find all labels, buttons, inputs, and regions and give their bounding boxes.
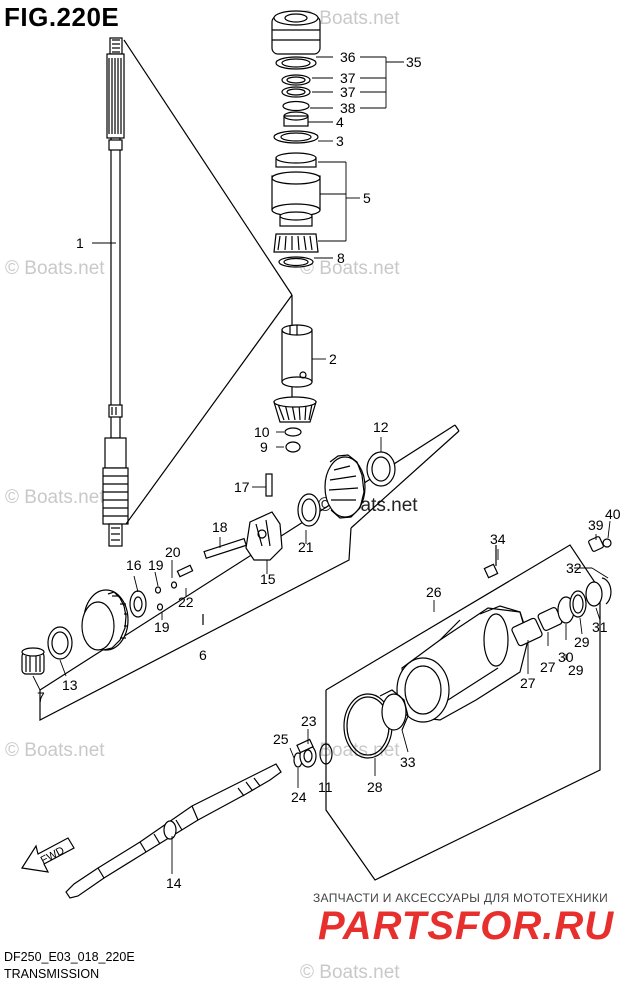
callout-4: 4 — [336, 114, 344, 130]
callout-40: 40 — [605, 506, 621, 522]
callout-24: 24 — [291, 789, 307, 805]
callout-5: 5 — [363, 190, 371, 206]
pinion-gear-part — [273, 396, 317, 423]
callout-14: 14 — [166, 875, 182, 891]
callout-25: 25 — [273, 731, 289, 747]
propeller-shaft-housing-part — [396, 545, 529, 723]
watermark: © Boats.net — [300, 8, 400, 29]
callout-34: 34 — [490, 531, 506, 547]
callout-19: 19 — [148, 557, 164, 573]
callout-37b: 37 — [340, 84, 356, 100]
callout-22: 22 — [178, 594, 194, 610]
callout-31: 31 — [592, 619, 608, 635]
callout-21: 21 — [298, 539, 314, 555]
forward-gear-part — [297, 451, 396, 527]
forward-direction-arrow-icon — [21, 837, 75, 873]
callout-37: 37 — [340, 70, 356, 86]
callout-3: 3 — [336, 133, 344, 149]
watermark: © Boats.net — [5, 258, 105, 279]
callout-18: 18 — [212, 519, 228, 535]
watermark: © Boats.net — [5, 740, 105, 761]
promo-tagline: ЗАПЧАСТИ И АКСЕССУАРЫ ДЛЯ МОТОТЕХНИКИ — [313, 891, 609, 905]
drive-shaft-part — [102, 37, 129, 547]
callout-1: 1 — [76, 235, 84, 251]
figure-code: DF250_E03_018_220E — [4, 950, 135, 964]
callout-32: 32 — [566, 560, 582, 576]
callout-12: 12 — [373, 419, 389, 435]
watermark: © Boats.net — [300, 258, 400, 279]
clutch-part — [203, 473, 283, 561]
thrust-ring-part — [379, 689, 409, 731]
callout-7: 7 — [37, 689, 45, 705]
figure-caption: TRANSMISSION — [4, 967, 100, 981]
callout-19b: 19 — [154, 619, 170, 635]
partsfor-logo: PARTSFOR.RU — [318, 904, 615, 948]
callout-16: 16 — [126, 557, 142, 573]
callout-15: 15 — [260, 571, 276, 587]
callout-2: 2 — [329, 351, 337, 367]
watermark: © Boats.net — [300, 962, 400, 983]
callout-36: 36 — [340, 49, 356, 65]
nut-part — [285, 441, 301, 453]
callout-6: 6 — [199, 647, 207, 663]
callout-30: 30 — [558, 649, 574, 665]
callout-29b: 29 — [568, 662, 584, 678]
washer-part — [284, 427, 302, 437]
upper-bearing-stack — [271, 10, 321, 268]
callout-11: 11 — [318, 779, 333, 795]
callout-39: 39 — [588, 517, 604, 533]
propeller-shaft-part — [65, 738, 333, 899]
callout-38: 38 — [340, 100, 356, 116]
watermark: © Boats.net — [5, 487, 105, 508]
fwd-label: FWD — [39, 844, 67, 866]
callout-33: 33 — [400, 754, 416, 770]
callout-20: 20 — [165, 544, 181, 560]
sleeve-part — [281, 324, 313, 388]
callout-35: 35 — [406, 54, 422, 70]
callout-23: 23 — [301, 713, 317, 729]
rear-bearing-set — [511, 536, 612, 647]
watermark: © Boats.net — [300, 740, 400, 761]
figure-title: FIG.220E — [4, 2, 120, 32]
callout-26: 26 — [426, 584, 442, 600]
callout-8: 8 — [337, 250, 345, 266]
callout-27b: 27 — [520, 675, 536, 691]
callout-13: 13 — [62, 677, 78, 693]
callout-27: 27 — [540, 659, 556, 675]
callout-17: 17 — [234, 479, 250, 495]
callout-9: 9 — [260, 439, 268, 455]
callout-28: 28 — [367, 779, 383, 795]
reverse-gear-part — [21, 564, 194, 675]
callout-29: 29 — [574, 634, 590, 650]
callout-10: 10 — [254, 424, 270, 440]
